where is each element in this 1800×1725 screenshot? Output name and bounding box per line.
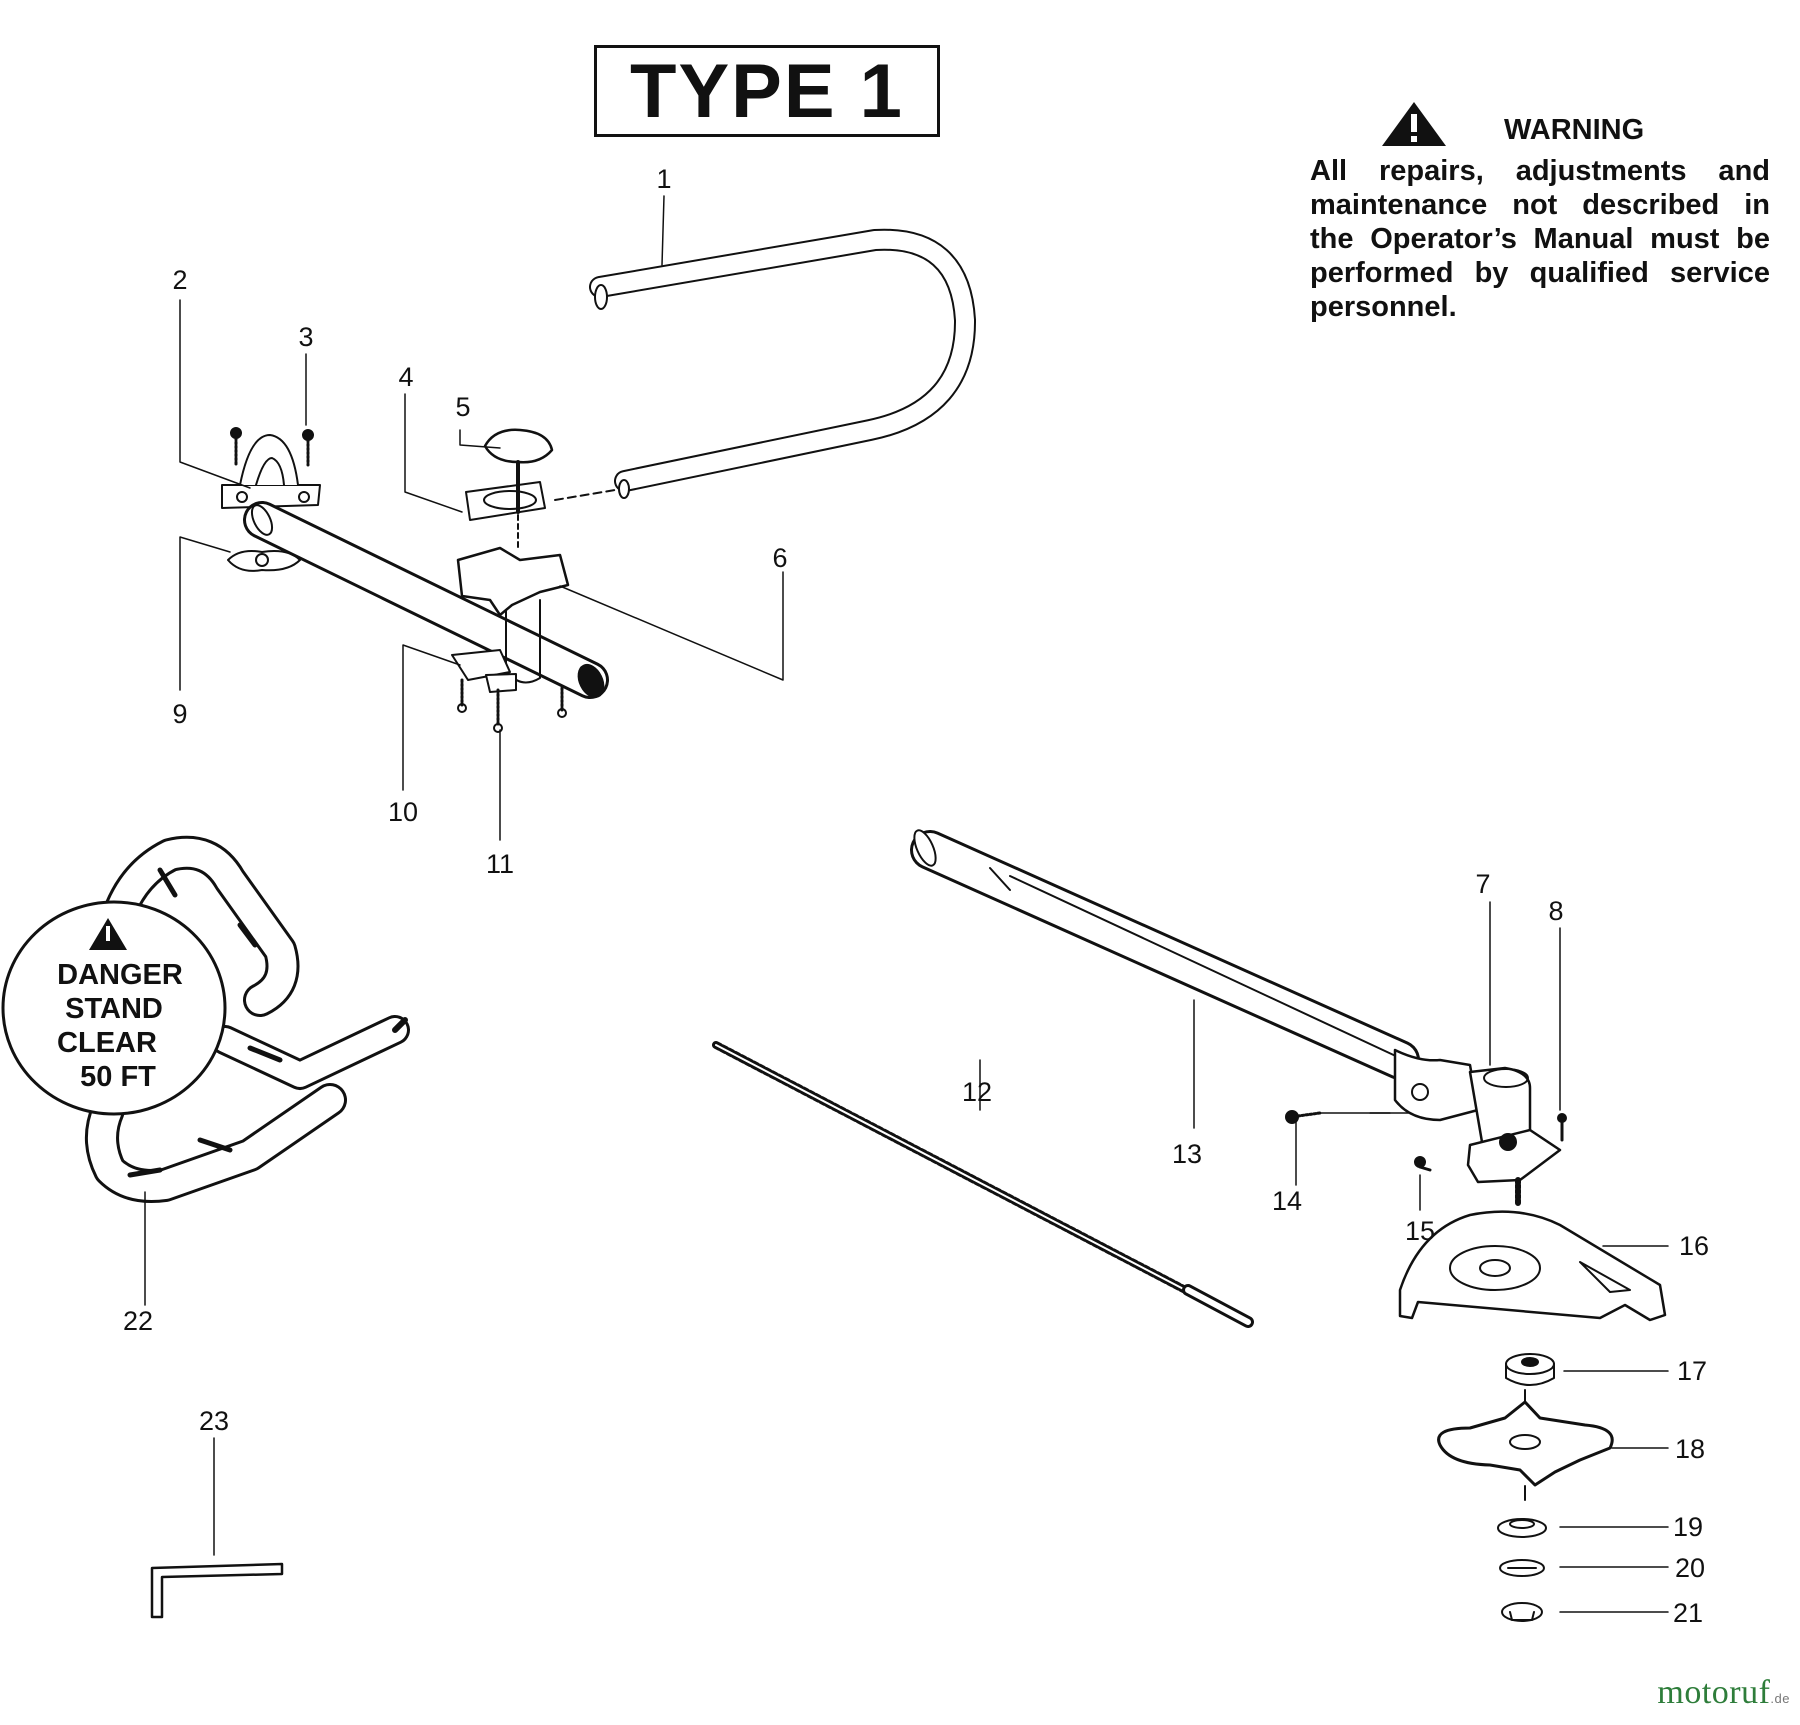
- watermark: motoruf.de: [1657, 1674, 1790, 1712]
- callout-12: 12: [962, 1077, 992, 1107]
- warning-header: WARNING: [1310, 90, 1770, 150]
- callout-18: 18: [1675, 1434, 1705, 1464]
- danger-line-2: STAND: [65, 993, 163, 1025]
- part-8-screw: [1557, 1113, 1567, 1142]
- part-23-hex-key: [150, 1562, 284, 1619]
- danger-decal: DANGER STAND CLEAR 50 FT: [1, 900, 227, 1116]
- part-15-screw: [1414, 1156, 1432, 1172]
- callout-4: 4: [398, 362, 413, 392]
- part-20-washer: [1499, 1559, 1545, 1577]
- callout-19: 19: [1673, 1512, 1703, 1542]
- part-11-bolts: [457, 678, 567, 733]
- part-18-cutting-blade: [1437, 1389, 1614, 1501]
- part-16-blade-guard: [1398, 1210, 1667, 1322]
- callout-6: 6: [772, 543, 787, 573]
- part-1-loop-handle: [554, 228, 977, 501]
- danger-line-1: DANGER: [57, 959, 183, 991]
- part-19-washer: [1497, 1518, 1547, 1538]
- danger-line-4: 50 FT: [80, 1061, 156, 1093]
- leader-lines: [144, 195, 1669, 1613]
- exclamation-triangle-icon: [89, 918, 127, 950]
- callout-1: 1: [656, 164, 671, 194]
- callout-9: 9: [172, 699, 187, 729]
- part-5-knob: [483, 428, 554, 514]
- warning-block: WARNING All repairs, adjustments and mai…: [1310, 90, 1770, 324]
- part-22-harness-strap: [84, 835, 410, 1203]
- callout-2: 2: [172, 265, 187, 295]
- straight-handle-bar: [243, 501, 609, 699]
- callout-15: 15: [1405, 1216, 1435, 1246]
- watermark-brand: motoruf: [1657, 1674, 1771, 1711]
- callout-7: 7: [1475, 869, 1490, 899]
- callout-16: 16: [1679, 1231, 1709, 1261]
- callout-22: 22: [123, 1306, 153, 1336]
- page-title: TYPE 1: [630, 48, 904, 134]
- part-9-wing-clamp: [227, 550, 301, 572]
- part-17-adapter: [1505, 1353, 1555, 1386]
- part-21-nut: [1501, 1602, 1543, 1622]
- part-4-clamp: [465, 481, 546, 521]
- type-title-box: TYPE 1: [594, 45, 940, 137]
- warning-triangle-icon: [1382, 102, 1446, 146]
- part-7-gear-head: [1393, 1048, 1562, 1208]
- callout-8: 8: [1548, 896, 1563, 926]
- callout-13: 13: [1172, 1139, 1202, 1169]
- part-10-lower-clamp: [451, 649, 517, 693]
- part-3-screws: [230, 427, 314, 467]
- callout-23: 23: [199, 1406, 229, 1436]
- part-12-flex-drive-cable: [712, 1041, 1254, 1328]
- danger-line-3: CLEAR: [57, 1027, 157, 1059]
- callout-11: 11: [486, 849, 514, 879]
- callout-10: 10: [388, 797, 418, 827]
- callout-14: 14: [1272, 1186, 1302, 1216]
- warning-title: WARNING: [1504, 113, 1645, 146]
- part-2-handle-bracket: [221, 434, 321, 509]
- callout-17: 17: [1677, 1356, 1707, 1386]
- callout-labels: 1 2 3 4 5 6 7 8 9 10 11 12 13 14 15 16 1…: [123, 164, 1709, 1628]
- callout-20: 20: [1675, 1553, 1705, 1583]
- callout-21: 21: [1673, 1598, 1703, 1628]
- part-13-drive-shaft-tube: [910, 829, 1420, 1080]
- part-14-screw: [1285, 1110, 1322, 1124]
- watermark-suffix: .de: [1770, 1691, 1790, 1706]
- callout-3: 3: [298, 322, 313, 352]
- callout-5: 5: [455, 392, 470, 422]
- warning-text: All repairs, adjustments and maintenance…: [1310, 155, 1770, 323]
